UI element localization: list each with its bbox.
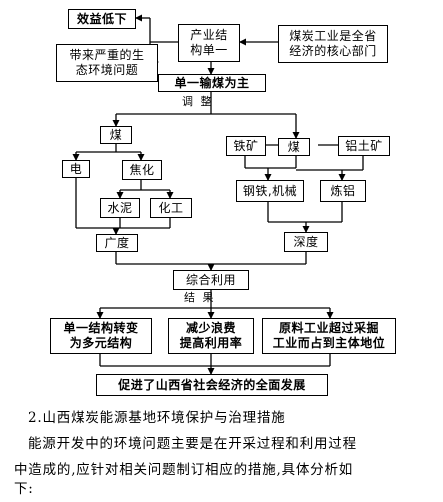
node-coking: 焦化	[122, 160, 162, 180]
node-cement: 水泥	[100, 198, 140, 218]
paragraph-line-2: 中造成的,应针对相关问题制订相应的措施,具体分析如	[14, 462, 354, 478]
node-breadth: 广度	[96, 234, 138, 252]
paragraph-line-3: 下:	[14, 481, 34, 497]
node-bauxite: 铝土矿	[338, 136, 390, 156]
node-result-efficiency: 减少浪费 提高利用率	[168, 318, 254, 354]
node-electricity: 电	[62, 160, 90, 178]
diagram-connectors	[72, 14, 364, 375]
node-coal2: 煤	[278, 138, 310, 156]
paragraph-line-1: 能源开发中的环境问题主要是在开采过程和利用过程	[28, 436, 357, 452]
node-eco-problem: 带来严重的生 态环境问题	[56, 44, 158, 82]
node-coal: 煤	[100, 126, 132, 144]
node-depth: 深度	[284, 232, 328, 252]
node-chemical: 化工	[150, 198, 192, 218]
node-steel-machinery: 钢铁,机械	[236, 180, 304, 202]
flow-diagram: 效益低下 产业结 构单一 煤炭工业是全省 经济的核心部门 带来严重的生 态环境问…	[50, 9, 396, 396]
node-coal-export: 单一输煤为主	[158, 74, 266, 92]
section-heading: 2.山西煤炭能源基地环境保护与治理措施	[28, 410, 286, 426]
node-iron-ore: 铁矿	[226, 136, 266, 156]
node-benefit-low: 效益低下	[68, 9, 136, 29]
node-result-diversify: 单一结构转变 为多元结构	[50, 318, 152, 354]
node-result-raw: 原料工业超过采掘 工业而占到主体地位	[262, 318, 396, 354]
node-industry-single: 产业结 构单一	[178, 24, 240, 62]
node-final: 促进了山西省社会经济的全面发展	[96, 374, 328, 396]
node-coal-core: 煤炭工业是全省 经济的核心部门	[278, 25, 388, 63]
node-comprehensive-use: 综合利用	[173, 270, 249, 290]
node-aluminum: 炼铝	[320, 180, 366, 202]
label-result: 结 果	[184, 291, 216, 304]
label-adjust: 调 整	[182, 95, 214, 108]
